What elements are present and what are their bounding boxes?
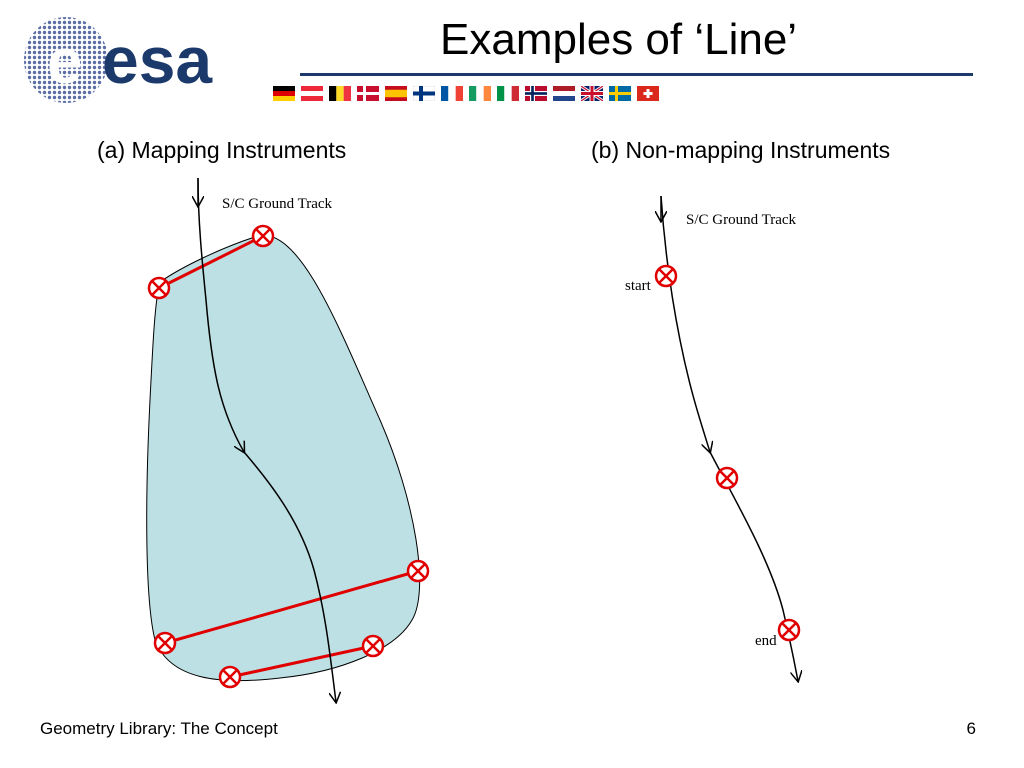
flag-germany-icon (273, 86, 295, 101)
ground-track-a-lower (243, 451, 336, 702)
flag-italy-icon (497, 86, 519, 101)
svg-text:e: e (47, 25, 83, 97)
footprint-line-top (158, 234, 264, 290)
slide-title: Examples of ‘Line’ (440, 15, 798, 64)
flag-belgium-icon (329, 86, 351, 101)
flag-norway-icon (525, 86, 547, 101)
flag-switzerland-icon (637, 86, 659, 101)
point-marker-middle-icon (715, 466, 739, 490)
esa-logo-globe (24, 17, 108, 103)
flag-austria-icon (301, 86, 323, 101)
point-marker-a1-icon (251, 224, 275, 248)
flag-spain-icon (385, 86, 407, 101)
start-label: start (625, 278, 652, 294)
flag-united-kingdom-icon (581, 86, 603, 101)
esa-logo-wordmark: esa (102, 23, 213, 97)
point-marker-a6-icon (218, 665, 242, 689)
footprint-line-bottom (229, 644, 374, 679)
ground-track-b-lower (709, 451, 798, 681)
panel-b: S/C Ground Track start end (625, 195, 801, 681)
esa-logo: e esa (24, 17, 213, 103)
point-marker-a5-icon (361, 634, 385, 658)
subtitle-non-mapping-instruments: (b) Non-mapping Instruments (591, 137, 891, 163)
footprint-line-middle (164, 569, 419, 645)
point-marker-a2-icon (147, 276, 171, 300)
instrument-footprint-area (146, 234, 421, 682)
point-marker-start-icon (654, 264, 678, 288)
flag-netherlands-icon (553, 86, 575, 101)
end-label: end (755, 633, 777, 649)
flag-ireland-icon (469, 86, 491, 101)
point-marker-a3-icon (406, 559, 430, 583)
flag-denmark-icon (357, 86, 379, 101)
slide-header: e esa Examples of ‘Line’ (0, 0, 1024, 110)
ground-track-label-a: S/C Ground Track (222, 196, 333, 212)
member-flags (273, 86, 659, 102)
subtitle-mapping-instruments: (a) Mapping Instruments (97, 137, 347, 163)
footer-title: Geometry Library: The Concept (40, 719, 278, 738)
flag-sweden-icon (609, 86, 631, 101)
point-marker-a4-icon (153, 631, 177, 655)
page-number: 6 (966, 719, 976, 738)
flag-finland-icon (413, 86, 435, 101)
panel-a: S/C Ground Track (146, 177, 430, 702)
ground-track-a-upper (197, 177, 244, 452)
point-marker-end-icon (777, 618, 801, 642)
footprint-edge-lines (158, 234, 419, 679)
title-underline (300, 73, 973, 76)
ground-track-label-b: S/C Ground Track (686, 212, 797, 228)
ground-track-b-upper (660, 195, 710, 452)
flag-france-icon (441, 86, 463, 101)
